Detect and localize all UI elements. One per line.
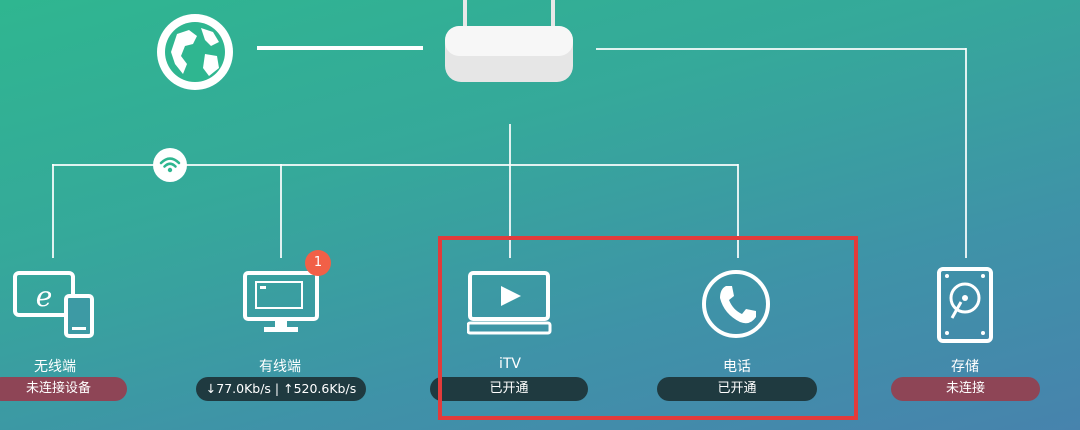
tv-play-icon[interactable]	[466, 268, 553, 338]
itv-status-badge[interactable]: 已开通	[430, 377, 588, 401]
phone-drop-line	[737, 164, 739, 258]
globe-icon[interactable]	[155, 12, 235, 92]
hard-drive-icon[interactable]	[936, 266, 994, 344]
wired-drop-line	[280, 164, 282, 258]
lan-bus-line	[52, 164, 738, 166]
wireless-label: 无线端	[34, 359, 76, 375]
storage-link-vertical	[965, 48, 967, 258]
internet-link-line	[257, 46, 423, 50]
notification-badge[interactable]: 1	[305, 250, 331, 276]
wired-label: 有线端	[259, 359, 301, 375]
phone-icon[interactable]	[700, 268, 774, 342]
highlight-frame	[438, 236, 858, 420]
storage-label: 存储	[951, 359, 979, 375]
storage-status-badge[interactable]: 未连接	[891, 377, 1040, 401]
monitor-icon[interactable]	[242, 268, 322, 338]
storage-link-horizontal	[596, 48, 966, 50]
tablet-phone-icon[interactable]: e	[12, 270, 96, 340]
router-icon[interactable]	[445, 0, 573, 84]
phone-label: 电话	[723, 359, 751, 375]
wired-speed-badge: ↓77.0Kb/s | ↑520.6Kb/s	[196, 377, 366, 401]
itv-label: iTV	[498, 356, 522, 372]
phone-status-badge[interactable]: 已开通	[657, 377, 817, 401]
wifi-icon[interactable]	[153, 148, 187, 182]
router-down-line	[509, 124, 511, 258]
wireless-status-badge[interactable]: 未连接设备	[0, 377, 127, 401]
wireless-drop-line	[52, 164, 54, 258]
svg-text:e: e	[36, 280, 53, 313]
